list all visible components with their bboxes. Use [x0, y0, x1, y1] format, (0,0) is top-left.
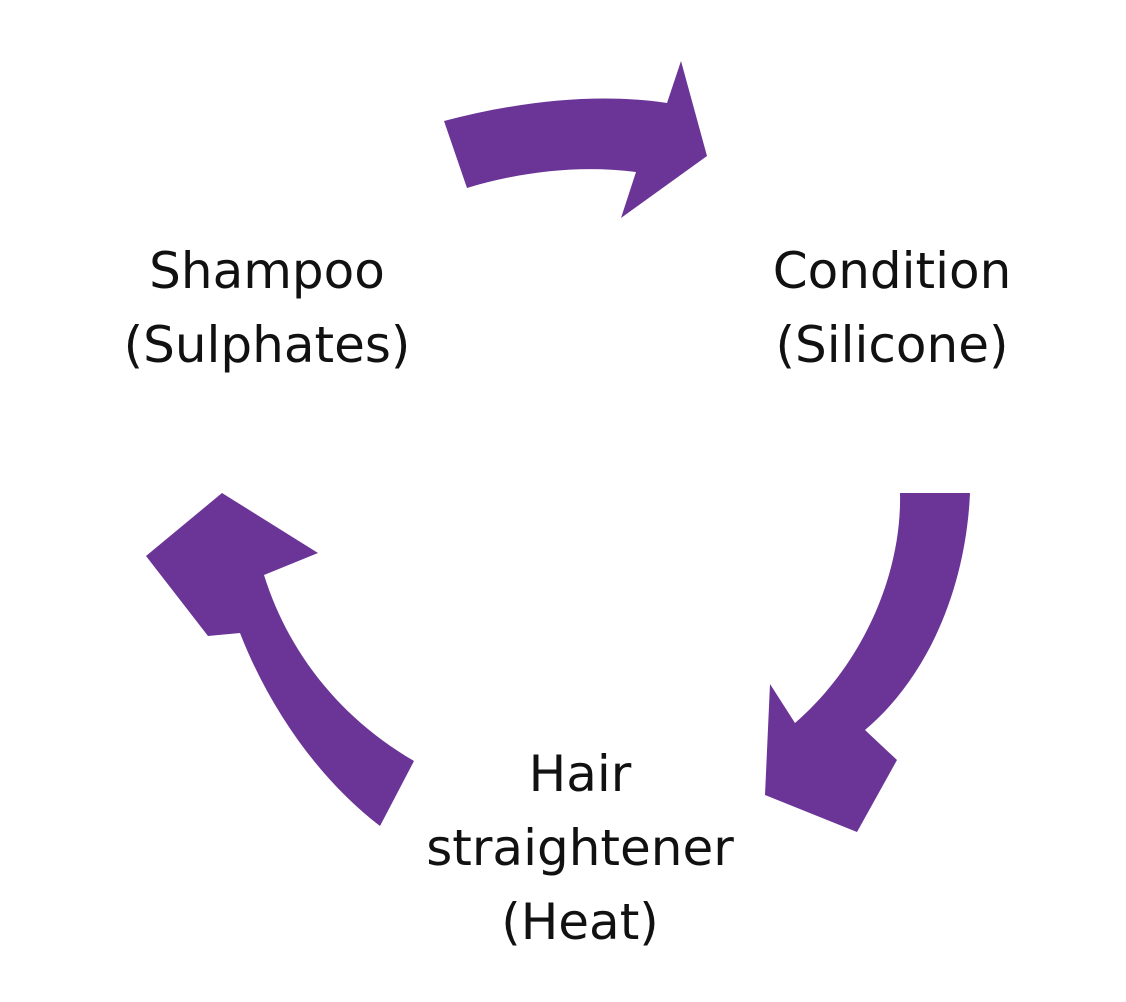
- node-condition: Condition (Silicone): [742, 234, 1042, 382]
- node-shampoo: Shampoo (Sulphates): [92, 234, 442, 382]
- arrow-shampoo-to-condition: [444, 61, 707, 218]
- node-straightener-title-1: Hair: [528, 745, 632, 803]
- node-shampoo-title: Shampoo: [149, 242, 385, 300]
- node-condition-subtitle: (Silicone): [775, 316, 1009, 374]
- node-straightener-subtitle: (Heat): [501, 893, 659, 951]
- node-hair-straightener: Hair straightener (Heat): [380, 737, 780, 959]
- node-shampoo-subtitle: (Sulphates): [123, 316, 411, 374]
- arrow-condition-to-straightener: [765, 493, 970, 832]
- node-condition-title: Condition: [772, 242, 1012, 300]
- arrow-straightener-to-shampoo: [146, 493, 414, 826]
- node-straightener-title-2: straightener: [426, 819, 734, 877]
